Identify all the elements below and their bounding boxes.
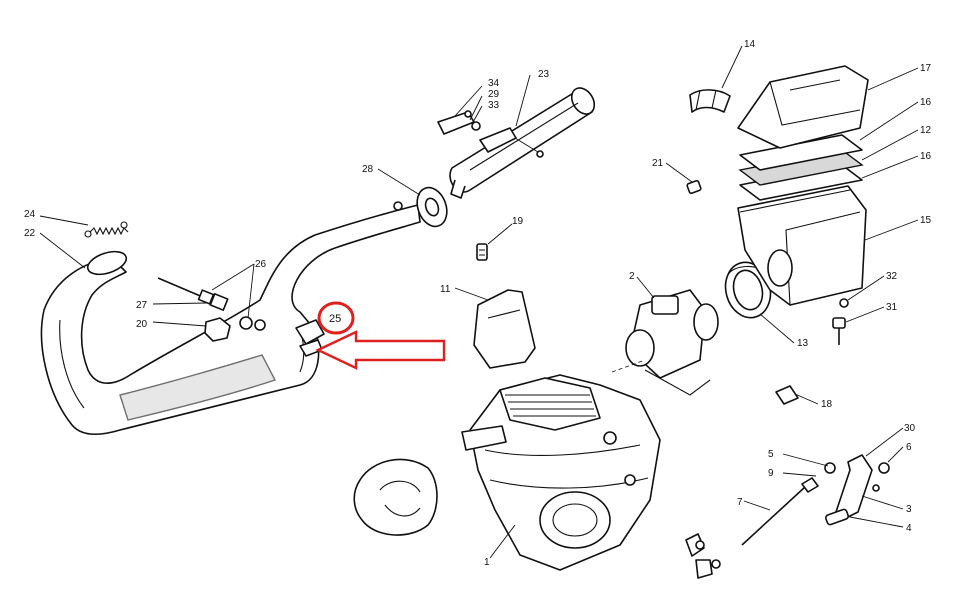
label-27: 27 [136, 300, 148, 311]
callout-labels: 1 2 3 4 5 6 7 9 11 12 13 14 15 16 16 17 … [24, 39, 932, 568]
label-31: 31 [886, 302, 898, 313]
label-21: 21 [652, 158, 664, 169]
label-6: 6 [906, 442, 912, 453]
muffler[interactable] [449, 84, 599, 199]
label-23: 23 [538, 69, 550, 80]
label-12: 12 [920, 125, 932, 136]
part-25-highlight: 25 [315, 301, 446, 370]
screw-part-32[interactable] [839, 298, 849, 308]
engine-block[interactable] [461, 374, 661, 571]
leader-lines [39, 45, 919, 559]
muffler-flange[interactable] [393, 183, 452, 230]
label-28: 28 [362, 164, 374, 175]
label-9: 9 [768, 468, 774, 479]
label-19: 19 [512, 216, 524, 227]
clip-part-21[interactable] [686, 180, 702, 194]
air-filter-lid[interactable] [737, 65, 869, 149]
label-29: 29 [488, 89, 500, 100]
label-4: 4 [906, 523, 912, 534]
label-25: 25 [329, 313, 341, 325]
intake-rubber[interactable] [720, 257, 777, 322]
engine-cover[interactable] [473, 289, 536, 369]
label-16-upper: 16 [920, 97, 932, 108]
carburettor[interactable] [611, 289, 719, 396]
clip-part-18[interactable] [775, 385, 799, 405]
muffler-bracket[interactable] [437, 110, 481, 135]
label-18: 18 [821, 399, 833, 410]
label-32: 32 [886, 271, 898, 282]
label-26: 26 [255, 259, 267, 270]
label-2: 2 [629, 271, 635, 282]
label-24: 24 [24, 209, 36, 220]
label-33: 33 [488, 100, 500, 111]
screw-part-31[interactable] [832, 317, 846, 345]
label-22: 22 [24, 228, 36, 239]
label-16-lower: 16 [920, 151, 932, 162]
mounting-bolt-set[interactable] [157, 277, 266, 342]
breather-tube[interactable] [689, 89, 731, 113]
exhaust-pipe[interactable] [40, 204, 421, 436]
label-3: 3 [906, 504, 912, 515]
label-15: 15 [920, 215, 932, 226]
air-filter-box[interactable] [737, 185, 867, 306]
label-30: 30 [904, 423, 916, 434]
air-filter-element[interactable] [738, 134, 864, 201]
gear-shift-lever[interactable] [824, 454, 890, 526]
label-1: 1 [484, 557, 490, 568]
generator-cover[interactable] [353, 458, 438, 536]
highlight-circle [317, 301, 355, 335]
label-5: 5 [768, 449, 774, 460]
label-20: 20 [136, 319, 148, 330]
screw-part-19[interactable] [476, 243, 488, 261]
gear-shift-linkage[interactable] [685, 477, 819, 579]
label-7: 7 [737, 497, 743, 508]
label-34: 34 [488, 78, 500, 89]
spring-part[interactable] [84, 221, 129, 238]
label-11: 11 [440, 284, 451, 295]
label-13: 13 [797, 338, 809, 349]
label-14: 14 [744, 39, 756, 50]
highlight-arrow [315, 330, 446, 370]
label-17: 17 [920, 63, 932, 74]
